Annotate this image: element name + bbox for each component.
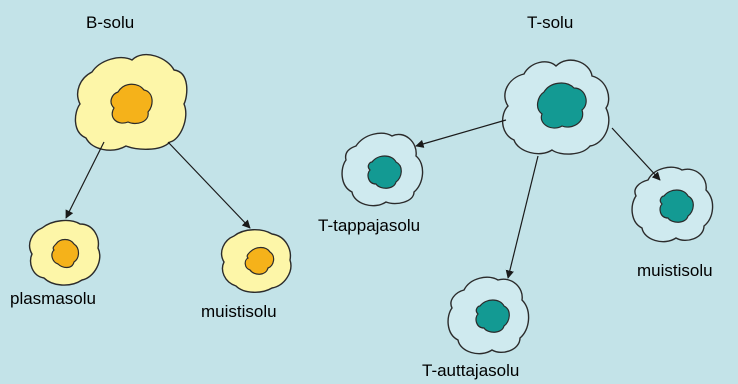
b-memory-cell-nucleus bbox=[244, 246, 275, 275]
t-killer-cell-label: T-tappajasolu bbox=[318, 216, 421, 235]
t-helper-cell bbox=[447, 276, 530, 355]
plasma-cell-label: plasmasolu bbox=[10, 289, 96, 308]
b-plasma-cell-nucleus bbox=[51, 238, 80, 269]
t-memory-cell-nucleus bbox=[659, 189, 694, 223]
arrow-b-to-memory bbox=[167, 141, 251, 229]
t-helper-cell-label: T-auttajasolu bbox=[422, 361, 520, 380]
arrow-t-to-memory bbox=[611, 127, 661, 181]
b-plasma-cell bbox=[28, 219, 101, 286]
t-memory-cell bbox=[631, 166, 714, 243]
t-cell bbox=[501, 59, 610, 155]
b-cell bbox=[74, 54, 188, 151]
b-memory-cell-label: muistisolu bbox=[201, 302, 277, 321]
t-cell-nucleus bbox=[536, 82, 587, 129]
t-memory-cell-label: muistisolu bbox=[637, 261, 713, 280]
b-cell-title: B-solu bbox=[86, 13, 135, 32]
b-memory-cell bbox=[220, 229, 292, 293]
t-cell-title: T-solu bbox=[527, 13, 574, 32]
arrow-b-to-plasma bbox=[65, 141, 105, 219]
t-killer-cell-nucleus bbox=[367, 155, 402, 189]
arrow-t-to-killer bbox=[415, 119, 507, 148]
arrow-t-to-helper bbox=[505, 155, 539, 279]
t-killer-cell bbox=[341, 132, 424, 207]
t-helper-cell-nucleus bbox=[475, 299, 510, 333]
b-cell-nucleus bbox=[110, 83, 153, 125]
